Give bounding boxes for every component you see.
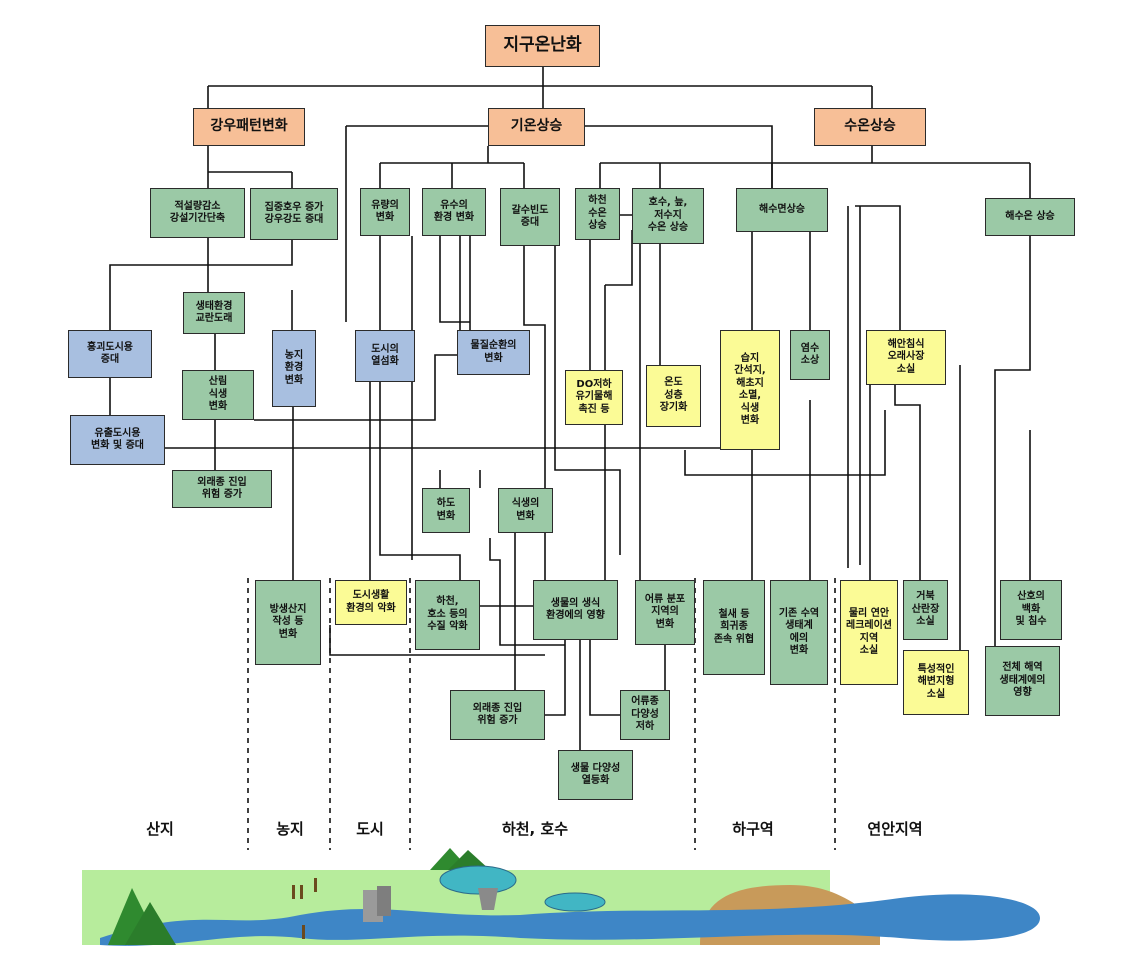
channel-change-box: 하도 변화 xyxy=(422,488,470,533)
turtle-nesting-loss-box: 거북 산란장 소실 xyxy=(903,580,948,640)
region-coastal: 연안지역 xyxy=(867,820,923,838)
saltwater-intrusion-box: 염수 소상 xyxy=(790,330,830,380)
marine-ecosystem-impact-box: 전체 해역 생태계에의 영향 xyxy=(985,646,1060,716)
temperature-rise-box: 기온상승 xyxy=(488,108,585,146)
snowfall-decrease-box: 적설량감소 강설기간단축 xyxy=(150,188,245,238)
drought-frequency-box: 갈수빈도 증대 xyxy=(500,188,560,246)
estuary-ecosystem-change-box: 기존 수역 생태계 에의 변화 xyxy=(770,580,828,685)
thermal-stratification-box: 온도 성층 장기화 xyxy=(646,365,701,427)
rain-pattern-change-box: 강우패턴변화 xyxy=(193,108,305,146)
flood-use-increase-box: 홍괴도시용 증대 xyxy=(68,330,152,378)
global-warming-box: 지구온난화 xyxy=(485,25,600,67)
flow-environment-change-box: 유수의 환경 변화 xyxy=(422,188,486,236)
mountain-change-box: 방생산지 작성 등 변화 xyxy=(255,580,321,665)
water-temperature-rise-box: 수온상승 xyxy=(814,108,926,146)
coastal-recreation-loss-box: 물리 연안 레크레이션 지역 소실 xyxy=(840,580,898,685)
fish-diversity-decline-box: 어류종 다양성 저하 xyxy=(620,690,670,740)
heavy-rain-increase-box: 집중호우 증가 강우강도 증대 xyxy=(250,188,338,240)
urban-environment-worsen-box: 도시생활 환경의 악화 xyxy=(335,580,407,625)
fish-distribution-change-box: 어류 분포 지역의 변화 xyxy=(635,580,695,645)
migratory-bird-threat-box: 철새 등 희귀종 존속 위협 xyxy=(703,580,765,675)
river-temp-rise-box: 하천 수온 상승 xyxy=(575,188,620,240)
wetland-loss-box: 습지 간석지, 해초지 소멸, 식생 변화 xyxy=(720,330,780,450)
region-mountain: 산지 xyxy=(146,820,174,838)
coral-bleaching-box: 산호의 백화 및 침수 xyxy=(1000,580,1062,640)
vegetation-change-box: 식생의 변화 xyxy=(498,488,553,533)
landscape-illustration xyxy=(82,848,1040,946)
lake-temp-rise-box: 호수, 늪, 저수지 수온 상승 xyxy=(632,188,704,244)
farmland-change-box: 농지 환경 변화 xyxy=(272,330,316,407)
invasive-species-risk-box-2: 외래종 진입 위험 증가 xyxy=(450,690,545,740)
material-cycle-change-box: 물질순환의 변화 xyxy=(457,330,530,375)
region-estuary: 하구역 xyxy=(732,820,774,838)
runoff-use-change-box: 유출도시용 변화 및 증대 xyxy=(70,415,165,465)
region-river-lake: 하천, 호수 xyxy=(501,820,569,838)
region-urban: 도시 xyxy=(356,820,384,838)
sea-level-rise-box: 해수면상승 xyxy=(736,188,828,232)
region-farmland: 농지 xyxy=(276,820,304,838)
sea-temp-rise-box: 해수온 상승 xyxy=(985,198,1075,236)
invasive-species-risk-box: 외래종 진입 위험 증가 xyxy=(172,470,272,508)
water-quality-worsen-box: 하천, 호소 등의 수질 악화 xyxy=(415,580,480,650)
do-reduction-box: DO저하 유기물해 촉진 등 xyxy=(565,370,623,425)
urban-heat-island-box: 도시의 열섬화 xyxy=(355,330,415,382)
coastal-erosion-box: 해안침식 오래사장 소실 xyxy=(866,330,946,385)
habitat-impact-box: 생물의 생식 환경에의 영향 xyxy=(533,580,618,640)
biodiversity-decline-box: 생물 다양성 열등화 xyxy=(558,750,633,800)
flow-change-box: 유량의 변화 xyxy=(360,188,410,236)
forest-vegetation-change-box: 산림 식생 변화 xyxy=(182,370,254,420)
ecosystem-disturbance-box: 생태환경 교란도래 xyxy=(183,292,245,334)
coastal-landform-loss-box: 특성적인 해변지형 소실 xyxy=(903,650,969,715)
